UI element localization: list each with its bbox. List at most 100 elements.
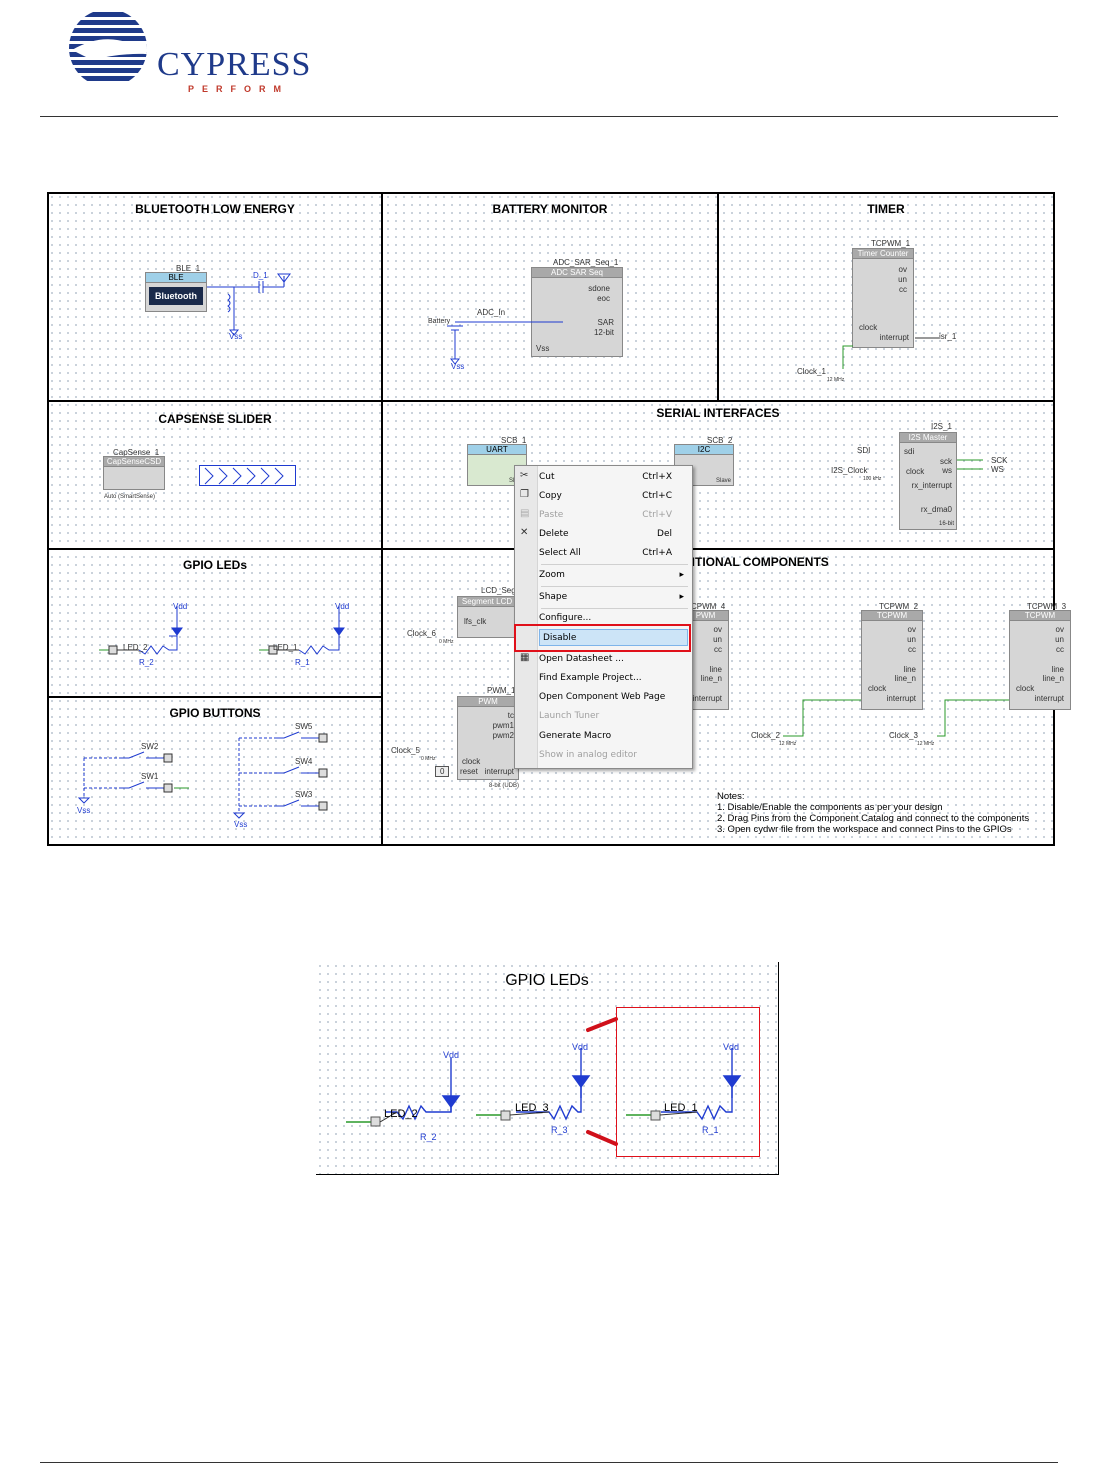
vss-label: Vss [229,332,243,341]
i2s-header: I2S Master [900,433,956,443]
panel-additional: DITIONAL COMPONENTS LCD_Seg Segment LCD … [382,549,1071,845]
menu-label: Shape [539,592,568,602]
menu-label: Find Example Project... [539,673,642,683]
menu-label: Zoom [539,570,565,580]
sw4-label: SW4 [295,757,313,766]
pwm-pwm1: pwm1 [492,721,514,730]
clock2-label: Clock_2 [751,731,780,740]
i2c-slave: Slave [715,478,731,484]
panel-title: SERIAL INTERFACES [656,406,780,420]
tcpwm4-cc: cc [714,645,722,654]
isr-label: isr_1 [939,332,957,341]
timer-component[interactable]: Timer Counter ov un cc clock interrupt [852,248,914,348]
ble-header: BLE [146,273,206,283]
lcd-header: Segment LCD [458,597,516,607]
tcpwm3-clock: clock [1016,684,1035,693]
tcpwm4-line: line [709,665,722,674]
tcpwm3-line: line [1051,665,1064,674]
menu-configure[interactable]: Configure... [539,610,688,627]
timer-clock: clock [859,323,878,332]
sdi-label: SDI [857,446,871,455]
tcpwm3-ov: ov [1055,625,1064,634]
adc-sdone: sdone [588,284,610,293]
timer-wires [842,337,939,369]
pwm-bits: 8-bit (UDB) [489,783,520,789]
tcpwm2-instance: TCPWM_2 [879,602,919,611]
cap-label: D_1 [253,271,268,280]
ble-component[interactable]: BLE Bluetooth [145,272,207,312]
menu-find-example[interactable]: Find Example Project... [539,670,688,687]
tcpwm2-component[interactable]: TCPWM ov un cc line line_n clock interru… [861,610,923,710]
menu-shape[interactable]: Shape ▸ [539,589,688,606]
menu-label: Disable [543,633,577,643]
lcd-lfs: lfs_clk [464,617,487,626]
submenu-arrow-icon: ▸ [679,570,684,580]
tcpwm3-component[interactable]: TCPWM ov un cc line line_n clock interru… [1009,610,1071,710]
zero-const: 0 [435,766,450,777]
bluetooth-badge: Bluetooth [149,287,203,305]
i2s-ws-pin: ws [942,466,952,475]
menu-label: Paste [539,510,564,520]
scissors-icon: ✂ [520,470,529,481]
detail-led-circuits [346,1017,742,1146]
timer-cc: cc [899,285,907,294]
menu-open-web[interactable]: Open Component Web Page [539,689,688,706]
capsense-header: CapSenseCSD [104,457,164,467]
footer-rule [40,1462,1058,1463]
capsense-component[interactable]: CapSenseCSD [103,456,165,490]
shortcut: Del [657,529,672,539]
clock1-freq: 12 MHz [827,377,845,383]
r3-label: R_3 [551,1125,568,1135]
timer-interrupt: interrupt [879,333,909,342]
header-rule [40,116,1058,117]
tcpwm2-interrupt: interrupt [886,694,916,703]
adc-bits: 12-bit [593,328,614,337]
menu-launch-tuner[interactable]: Launch Tuner [539,708,688,725]
i2s-clock-freq: 100 kHz [863,476,882,482]
led1-label: LED_1 [664,1102,698,1114]
pwm-component[interactable]: PWM tc pwm1 pwm2 clock reset interrupt [457,696,519,780]
menu-open-datasheet[interactable]: Open Datasheet ... [539,651,688,668]
uart-header: UART [468,445,526,455]
tcpwm3-un: un [1055,635,1064,644]
menu-show-analog[interactable]: Show in analog editor [539,747,688,764]
adc-component[interactable]: ADC SAR Seq sdone eoc SAR 12-bit Vss [531,267,623,357]
menu-label: Show in analog editor [539,750,638,760]
ble-antenna-circuit [207,273,291,336]
sck-pin-label: SCK [991,456,1008,465]
panel-title: CAPSENSE SLIDER [158,412,272,426]
i2s-component[interactable]: I2S Master sdi clock sck ws rx_interrupt… [899,432,957,530]
led-circuits [99,606,345,655]
tcpwm3-cc: cc [1056,645,1064,654]
slider-graphic [199,465,296,486]
vss-label: Vss [451,362,465,371]
battery-label: Battery [428,318,451,325]
r1-label: R_1 [702,1125,719,1135]
menu-label: Open Component Web Page [539,692,666,702]
menu-label: Cut [539,472,555,482]
i2s-clock-label: I2S_Clock [831,466,868,475]
clock1-label: Clock_1 [797,367,826,376]
submenu-arrow-icon: ▸ [679,592,684,602]
lcd-component[interactable]: Segment LCD lfs_clk [457,596,517,638]
copy-icon: ❐ [520,489,529,500]
notes-line: 2. Drag Pins from the Component Catalog … [717,813,1030,824]
menu-zoom[interactable]: Zoom ▸ [539,567,688,584]
lcd-instance: LCD_Seg [481,586,516,595]
menu-disable[interactable]: Disable [539,629,688,646]
panel-battery: BATTERY MONITOR ADC_SAR_Seq_1 ADC SAR Se… [382,193,718,401]
paste-icon: ▤ [520,508,530,519]
adc-eoc: eoc [597,294,610,303]
detail-title: GPIO LEDs [505,972,589,989]
i2c-header: I2C [675,445,733,455]
ws-pin-label: WS [991,465,1004,474]
tcpwm2-ov: ov [907,625,916,634]
notes-title: Notes: [717,791,745,802]
menu-generate-macro[interactable]: Generate Macro [539,728,688,745]
